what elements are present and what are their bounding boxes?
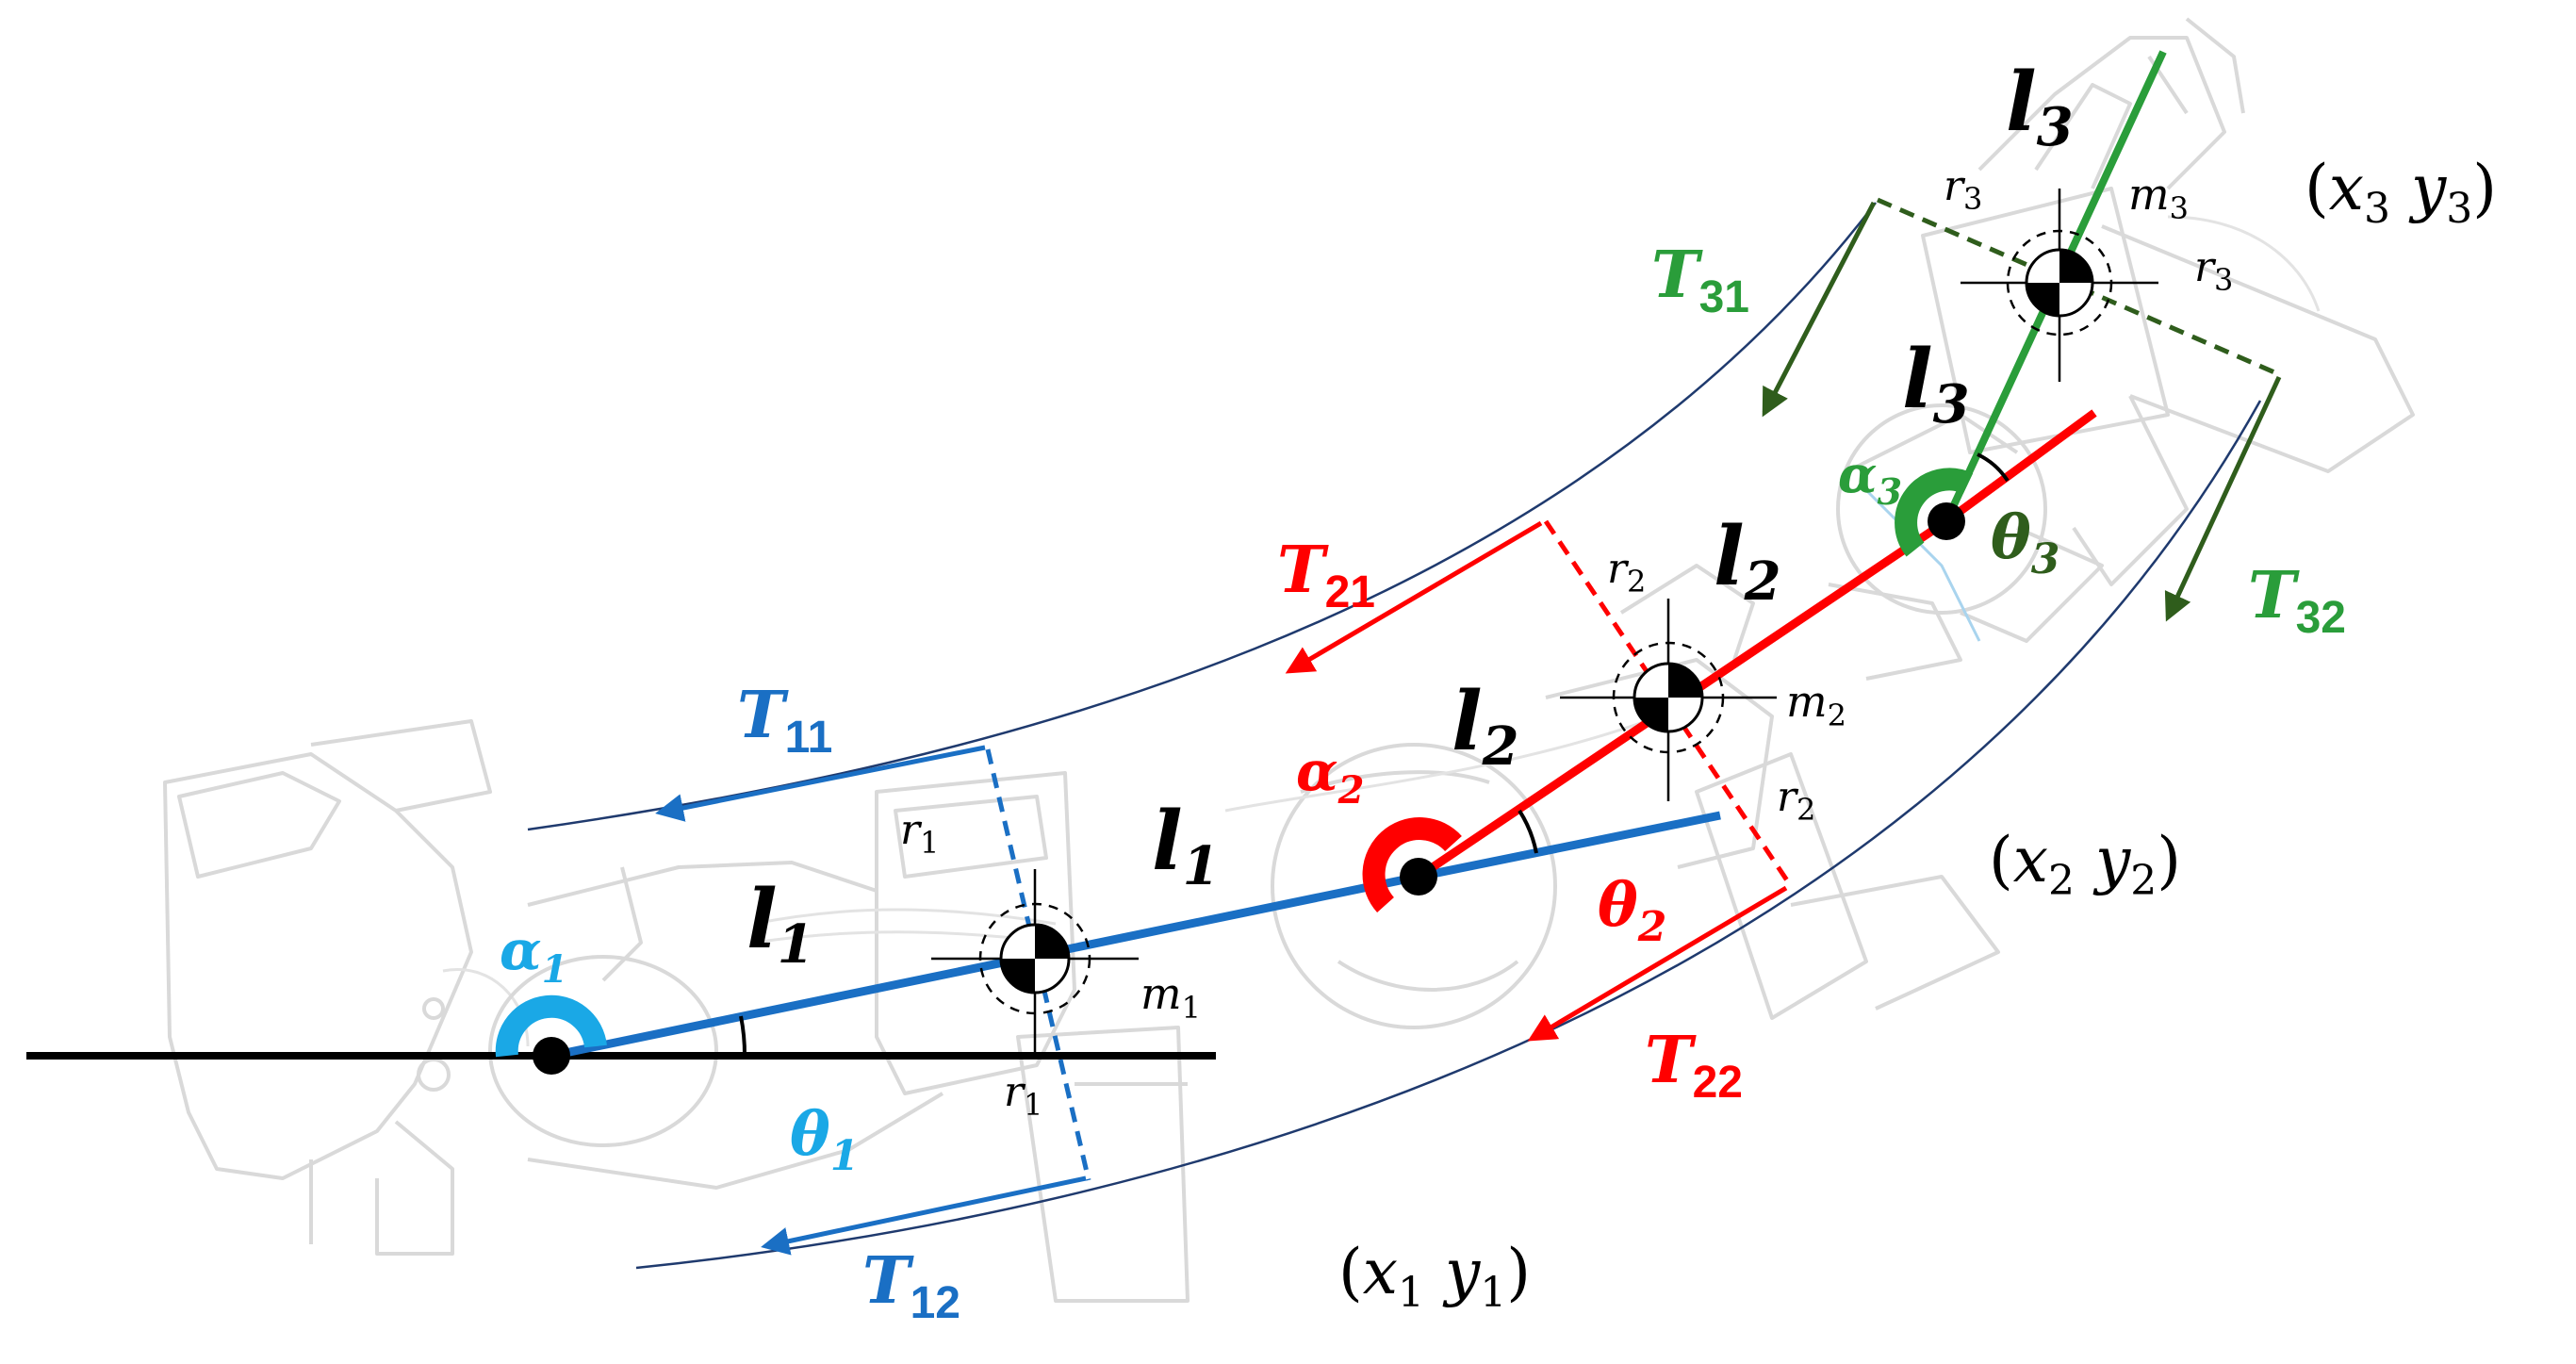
force-arrow-t21	[1285, 520, 1543, 674]
force-arrow-t32	[2164, 375, 2282, 622]
r3-label-b: r3	[2194, 243, 2233, 298]
r2-label-a: r2	[1607, 545, 1646, 600]
r1-label-b: r1	[1004, 1068, 1042, 1123]
alpha1-marker	[495, 994, 607, 1058]
theta2-label: θ2	[1598, 870, 1666, 951]
theta2-arc	[1518, 809, 1538, 854]
alpha3-label: α3	[1838, 444, 1902, 513]
com-symbol-3	[1961, 189, 2158, 382]
com-symbol-2	[1560, 599, 1777, 801]
l1-label-b: l1	[1152, 794, 1220, 897]
r3-label-a: r3	[1944, 162, 1982, 217]
t31-label: T31	[1651, 238, 1749, 322]
theta1-arc	[739, 1015, 747, 1057]
l2-label-b: l2	[1714, 509, 1781, 613]
com-symbol-1	[931, 869, 1139, 1058]
m3-label: m3	[2128, 169, 2189, 226]
joint-2	[1400, 858, 1437, 896]
t11-label: T11	[737, 678, 832, 763]
theta3-label: θ3	[1991, 502, 2059, 583]
link-1-extension	[1418, 811, 1721, 881]
force-arrow-t22	[1527, 885, 1788, 1042]
m2-label: m2	[1786, 676, 1846, 733]
alpha2-label: α2	[1296, 739, 1364, 813]
alpha3-marker	[1895, 468, 1974, 557]
theta1-label: θ1	[790, 1099, 859, 1180]
l3-label-b: l3	[2006, 55, 2074, 158]
force-arrow-t11	[655, 745, 986, 822]
r1-label-a: r1	[900, 806, 939, 861]
t32-label: T32	[2248, 558, 2346, 643]
t12-label: T12	[862, 1243, 960, 1328]
alpha1-label: α1	[500, 918, 567, 992]
joint-1	[533, 1037, 570, 1075]
alpha2-marker	[1362, 817, 1462, 913]
theta3-arc	[1977, 452, 2010, 483]
exoskeleton-outline	[163, 17, 2415, 1303]
force-arrow-t12	[761, 1175, 1087, 1256]
link-2-extension	[1944, 409, 2097, 525]
m1-label: m1	[1140, 968, 1201, 1026]
link-1	[550, 872, 1419, 1060]
joint-3	[1928, 502, 1965, 540]
l2-label-a: l2	[1452, 674, 1519, 778]
t21-label: T21	[1277, 533, 1375, 617]
l3-label-a: l3	[1902, 332, 1970, 435]
r2-label-b: r2	[1777, 773, 1815, 828]
l1-label-a: l1	[747, 872, 814, 976]
t22-label: T22	[1645, 1023, 1743, 1108]
force-arrow-t31	[1762, 201, 1877, 418]
